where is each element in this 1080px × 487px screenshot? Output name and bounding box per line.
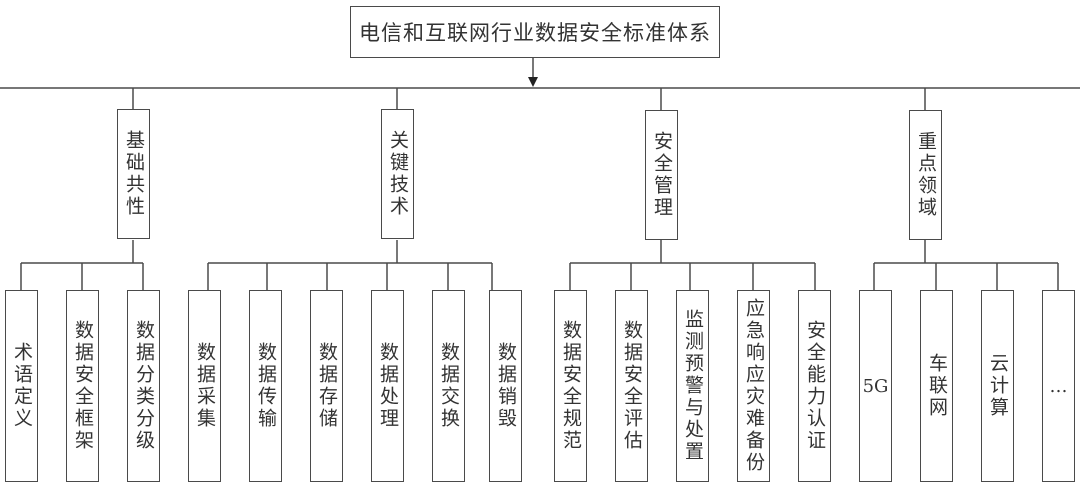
leaf-label: 数据存储 xyxy=(316,342,338,430)
leaf-node: 数据传输 xyxy=(249,290,282,482)
leaf-label: 数据销毁 xyxy=(495,342,517,430)
leaf-label: 监测预警与处置 xyxy=(682,309,704,463)
leaf-label: 应急响应灾难备份 xyxy=(743,298,765,474)
leaf-label: 数据安全规范 xyxy=(560,320,582,452)
leaf-node: 数据安全评估 xyxy=(615,290,648,482)
leaf-node: 数据采集 xyxy=(188,290,221,482)
leaf-label: 数据处理 xyxy=(377,342,399,430)
leaf-label: 数据分类分级 xyxy=(133,320,155,452)
leaf-node: 数据分类分级 xyxy=(127,290,160,482)
category-label: 关键技术 xyxy=(387,130,409,218)
leaf-label: 5G xyxy=(862,375,889,397)
leaf-node: 数据交换 xyxy=(432,290,465,482)
leaf-node: 数据安全框架 xyxy=(66,290,99,482)
category-label: 基础共性 xyxy=(123,130,145,218)
leaf-label: 云计算 xyxy=(987,353,1009,419)
leaf-node: 术语定义 xyxy=(5,290,38,482)
leaf-label: … xyxy=(1049,375,1068,397)
leaf-node: 数据处理 xyxy=(371,290,404,482)
arrow-down-icon xyxy=(528,77,538,87)
category-node-key-technology: 关键技术 xyxy=(381,109,414,239)
leaf-node: 数据存储 xyxy=(310,290,343,482)
leaf-node: 监测预警与处置 xyxy=(676,290,709,482)
category-label: 重点领域 xyxy=(915,131,937,219)
leaf-node: 数据销毁 xyxy=(489,290,522,482)
leaf-label: 数据采集 xyxy=(194,342,216,430)
category-label: 安全管理 xyxy=(651,131,673,219)
leaf-label: 数据安全评估 xyxy=(621,320,643,452)
category-node-security-management: 安全管理 xyxy=(645,110,678,240)
category-node-key-domains: 重点领域 xyxy=(909,110,942,240)
leaf-node: 车联网 xyxy=(920,290,953,482)
leaf-label: 车联网 xyxy=(926,353,948,419)
leaf-label: 数据传输 xyxy=(255,342,277,430)
leaf-label: 术语定义 xyxy=(11,342,33,430)
leaf-node: 5G xyxy=(859,290,892,482)
leaf-node: 云计算 xyxy=(981,290,1014,482)
leaf-node: … xyxy=(1042,290,1075,482)
leaf-label: 数据安全框架 xyxy=(72,320,94,452)
leaf-node: 安全能力认证 xyxy=(798,290,831,482)
leaf-label: 数据交换 xyxy=(438,342,460,430)
leaf-node: 数据安全规范 xyxy=(554,290,587,482)
leaf-label: 安全能力认证 xyxy=(804,320,826,452)
root-node: 电信和互联网行业数据安全标准体系 xyxy=(350,6,720,58)
category-node-foundation: 基础共性 xyxy=(117,109,150,239)
root-node-label: 电信和互联网行业数据安全标准体系 xyxy=(359,21,711,45)
leaf-node: 应急响应灾难备份 xyxy=(737,290,770,482)
